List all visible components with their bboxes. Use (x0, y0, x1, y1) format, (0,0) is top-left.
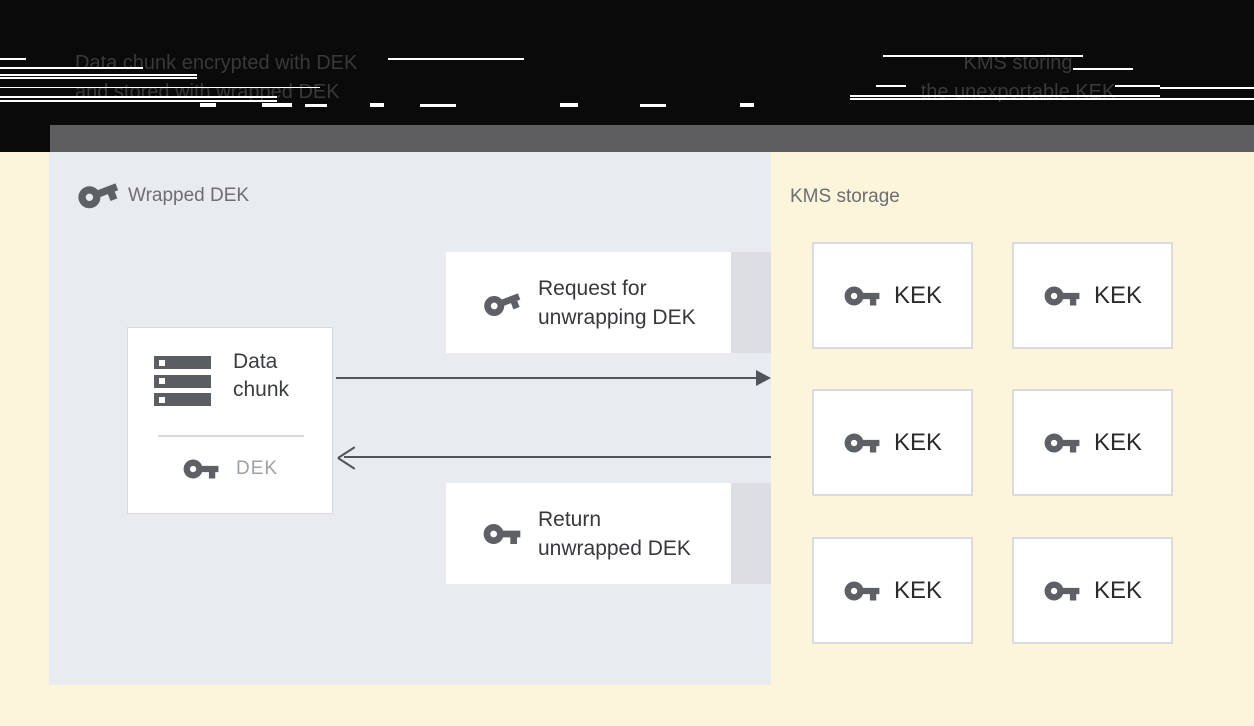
kek-key-icon (1044, 433, 1080, 452)
glitch-line (388, 58, 524, 60)
glitch-line (1115, 85, 1160, 87)
glitch-dash (640, 104, 666, 107)
dek-key-icon (183, 459, 219, 479)
request-line2: unwrapping DEK (538, 305, 696, 329)
glitch-line (850, 95, 1160, 97)
request-box-text: Request for unwrapping DEK (538, 274, 696, 332)
glitch-line (0, 87, 320, 88)
request-unwrap-box: Request for unwrapping DEK (446, 252, 731, 353)
request-key-icon (484, 292, 521, 316)
kek-label: KEK (1093, 281, 1143, 309)
return-line2: unwrapped DEK (538, 536, 691, 560)
kek-box: KEK (1012, 389, 1173, 496)
kek-label: KEK (893, 281, 943, 309)
glitch-dash (370, 103, 384, 107)
kek-key-icon (844, 286, 880, 305)
return-line1: Return (538, 507, 602, 531)
kek-label: KEK (1093, 576, 1143, 604)
glitch-dash (305, 104, 327, 107)
kek-box: KEK (812, 389, 973, 496)
left-caption-line1: Data chunk encrypted with DEK (75, 52, 358, 74)
data-chunk-line1: Data (233, 350, 278, 373)
glitch-dash (200, 103, 216, 107)
glitch-line (0, 100, 277, 102)
kek-box: KEK (1012, 242, 1173, 349)
request-line1: Request for (538, 276, 647, 300)
data-chunk-box: Data chunk DEK (127, 327, 333, 514)
storage-bar (154, 393, 211, 406)
glitch-dash (262, 103, 292, 107)
right-caption-line2: the unexportable KEK (920, 81, 1116, 103)
left-caption-line2: and stored with wrapped DEK (75, 81, 340, 103)
glitch-line (1160, 87, 1254, 89)
glitch-line (883, 55, 1083, 57)
wrapped-dek-key-icon (78, 183, 119, 209)
return-unwrap-box: Return unwrapped DEK (446, 483, 731, 584)
return-key-icon (483, 523, 521, 544)
data-chunk-title: Data chunk (233, 348, 289, 404)
glitch-line (0, 58, 26, 60)
divider-line (158, 435, 304, 437)
glitch-line (0, 77, 197, 79)
kek-box: KEK (812, 242, 973, 349)
dek-label: DEK (236, 458, 279, 479)
kek-key-icon (844, 433, 880, 452)
data-chunk-line2: chunk (233, 378, 290, 401)
kek-label: KEK (1093, 428, 1143, 456)
return-box-gray-tab (731, 483, 771, 584)
glitch-line (1073, 68, 1133, 70)
glitch-dash (740, 103, 754, 107)
kek-label: KEK (893, 576, 943, 604)
right-caption: KMS storing the unexportable KEK (876, 49, 1160, 107)
glitch-line (0, 67, 143, 69)
kek-label: KEK (893, 428, 943, 456)
glitch-line (850, 98, 1254, 100)
glitch-dash (560, 103, 578, 107)
kek-key-icon (1044, 286, 1080, 305)
kms-storage-label: KMS storage (790, 186, 900, 207)
gray-divider-band (50, 125, 1254, 152)
kek-key-icon (844, 581, 880, 600)
storage-icon (154, 356, 211, 406)
glitch-line (0, 74, 197, 76)
right-caption-line1: KMS storing (963, 52, 1073, 74)
glitch-dash (420, 104, 456, 107)
wrapped-dek-label: Wrapped DEK (128, 185, 250, 206)
kek-box: KEK (1012, 537, 1173, 644)
dek-row: DEK (182, 456, 278, 482)
request-box-gray-tab (731, 252, 771, 353)
return-box-text: Return unwrapped DEK (538, 505, 691, 563)
storage-bar (154, 374, 211, 388)
request-arrow-line (336, 377, 760, 379)
kek-box: KEK (812, 537, 973, 644)
kek-key-icon (1044, 581, 1080, 600)
glitch-line (876, 85, 906, 87)
request-arrow-head-icon (756, 370, 771, 386)
return-arrow-line (344, 456, 771, 458)
glitch-line (0, 96, 277, 98)
storage-bar (154, 356, 211, 369)
